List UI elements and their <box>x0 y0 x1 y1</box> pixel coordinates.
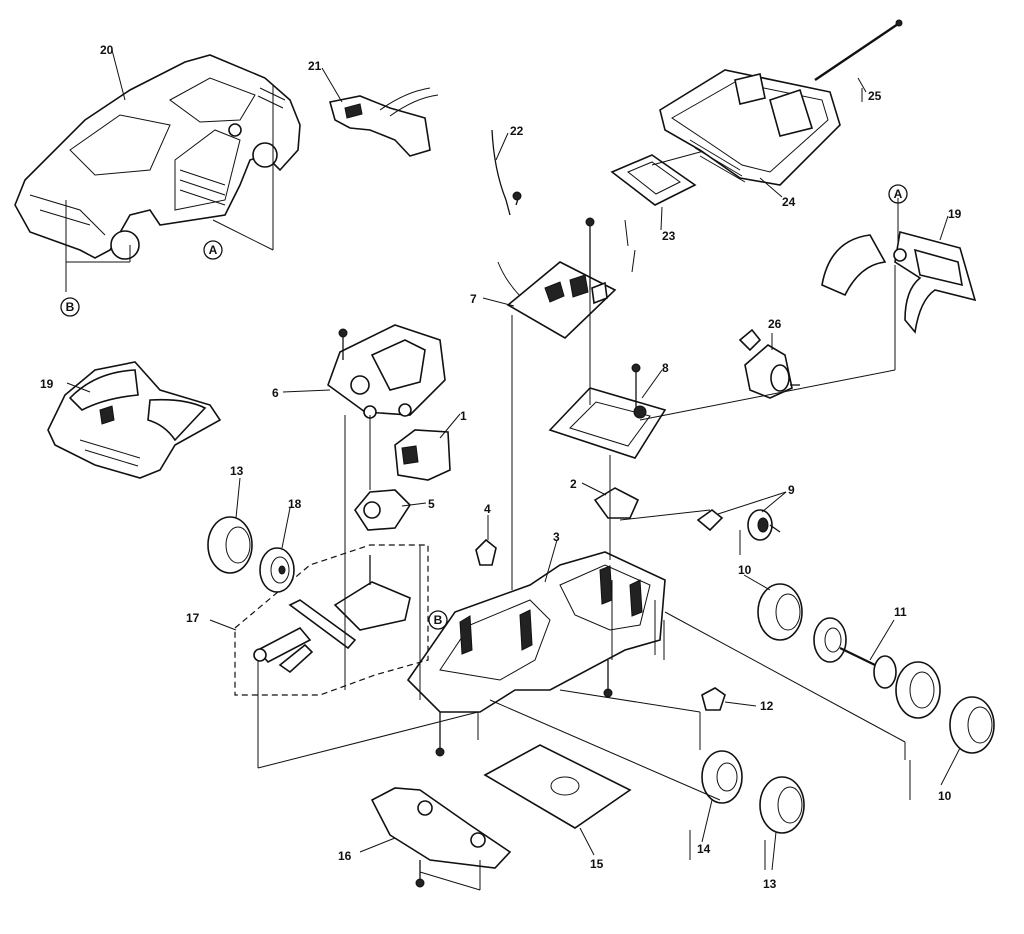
callout-4: 4 <box>484 502 491 516</box>
part-10-rear-tire-lower <box>949 696 995 754</box>
callout-9: 9 <box>788 483 795 497</box>
part-3-chassis <box>406 551 666 757</box>
part-number-callouts: 20 21 22 23 24 25 7 6 1 5 19 19 26 8 2 4… <box>40 43 962 891</box>
part-24-transmitter <box>659 69 841 186</box>
part-13-front-tire <box>207 516 253 574</box>
part-2-bracket <box>593 487 640 519</box>
part-14-rear-rim <box>701 750 743 804</box>
callout-25: 25 <box>868 89 882 103</box>
callout-16: 16 <box>338 849 352 863</box>
part-1-servo-housing <box>394 429 451 481</box>
part-10-rear-tire-upper <box>757 583 803 641</box>
callout-2: 2 <box>570 477 577 491</box>
callout-8: 8 <box>662 361 669 375</box>
callout-23: 23 <box>662 229 676 243</box>
callout-14: 14 <box>697 842 711 856</box>
part-23-battery-cover <box>610 147 716 206</box>
callout-11: 11 <box>894 605 907 619</box>
callout-1: 1 <box>460 409 467 423</box>
part-8-motor-plate <box>548 363 667 459</box>
callout-12: 12 <box>760 699 774 713</box>
part-6-gearbox <box>327 324 446 419</box>
reference-mark-b-chassis-text: B <box>434 613 443 627</box>
callout-leader-lines <box>66 49 961 871</box>
callout-21: 21 <box>308 59 322 73</box>
part-7-circuit-board <box>497 217 617 339</box>
callout-13-front: 13 <box>230 464 244 478</box>
callout-3: 3 <box>553 530 560 544</box>
part-17-steering-linkage <box>234 544 429 696</box>
part-18-front-rim <box>259 547 295 593</box>
callout-19-rear: 19 <box>948 207 962 221</box>
callout-6: 6 <box>272 386 279 400</box>
callout-20: 20 <box>100 43 114 57</box>
callout-7: 7 <box>470 292 477 306</box>
part-5-steering-block <box>354 489 412 531</box>
callout-26: 26 <box>768 317 782 331</box>
reference-mark-a-bumper-text: A <box>894 187 903 201</box>
part-19-rear-bumper <box>821 231 977 334</box>
part-26-drive-motor <box>738 328 800 399</box>
callout-15: 15 <box>590 857 604 871</box>
part-19-front-bumper <box>47 361 222 479</box>
part-21-wired-bracket <box>328 87 439 157</box>
part-25-antenna <box>814 19 903 81</box>
part-13-rear-tire <box>759 776 805 834</box>
part-4-clip <box>475 538 497 566</box>
reference-mark-a-bumper: A <box>888 184 908 204</box>
callout-10-lower: 10 <box>938 789 952 803</box>
callout-13-rear: 13 <box>763 877 777 891</box>
part-16-front-skid <box>370 787 512 888</box>
callout-24: 24 <box>782 195 796 209</box>
part-12-fitting <box>701 687 726 711</box>
part-11-rear-axle <box>813 617 941 719</box>
reference-mark-a-body: A <box>203 240 223 260</box>
reference-mark-a-body-text: A <box>209 243 218 257</box>
reference-mark-b-chassis: B <box>428 610 448 630</box>
reference-mark-b-body-text: B <box>66 300 75 314</box>
part-15-bottom-plate <box>483 744 632 829</box>
reference-mark-b-body: B <box>60 297 80 317</box>
callout-10-upper: 10 <box>738 563 752 577</box>
callout-19-front: 19 <box>40 377 54 391</box>
assembly-guide-lines <box>65 85 911 891</box>
callout-22: 22 <box>510 124 524 138</box>
part-9-gears <box>696 508 781 541</box>
callout-17: 17 <box>186 611 200 625</box>
callout-18: 18 <box>288 497 302 511</box>
part-20-car-body <box>14 54 301 260</box>
callout-5: 5 <box>428 497 435 511</box>
part-22-antenna-wire <box>491 129 522 216</box>
